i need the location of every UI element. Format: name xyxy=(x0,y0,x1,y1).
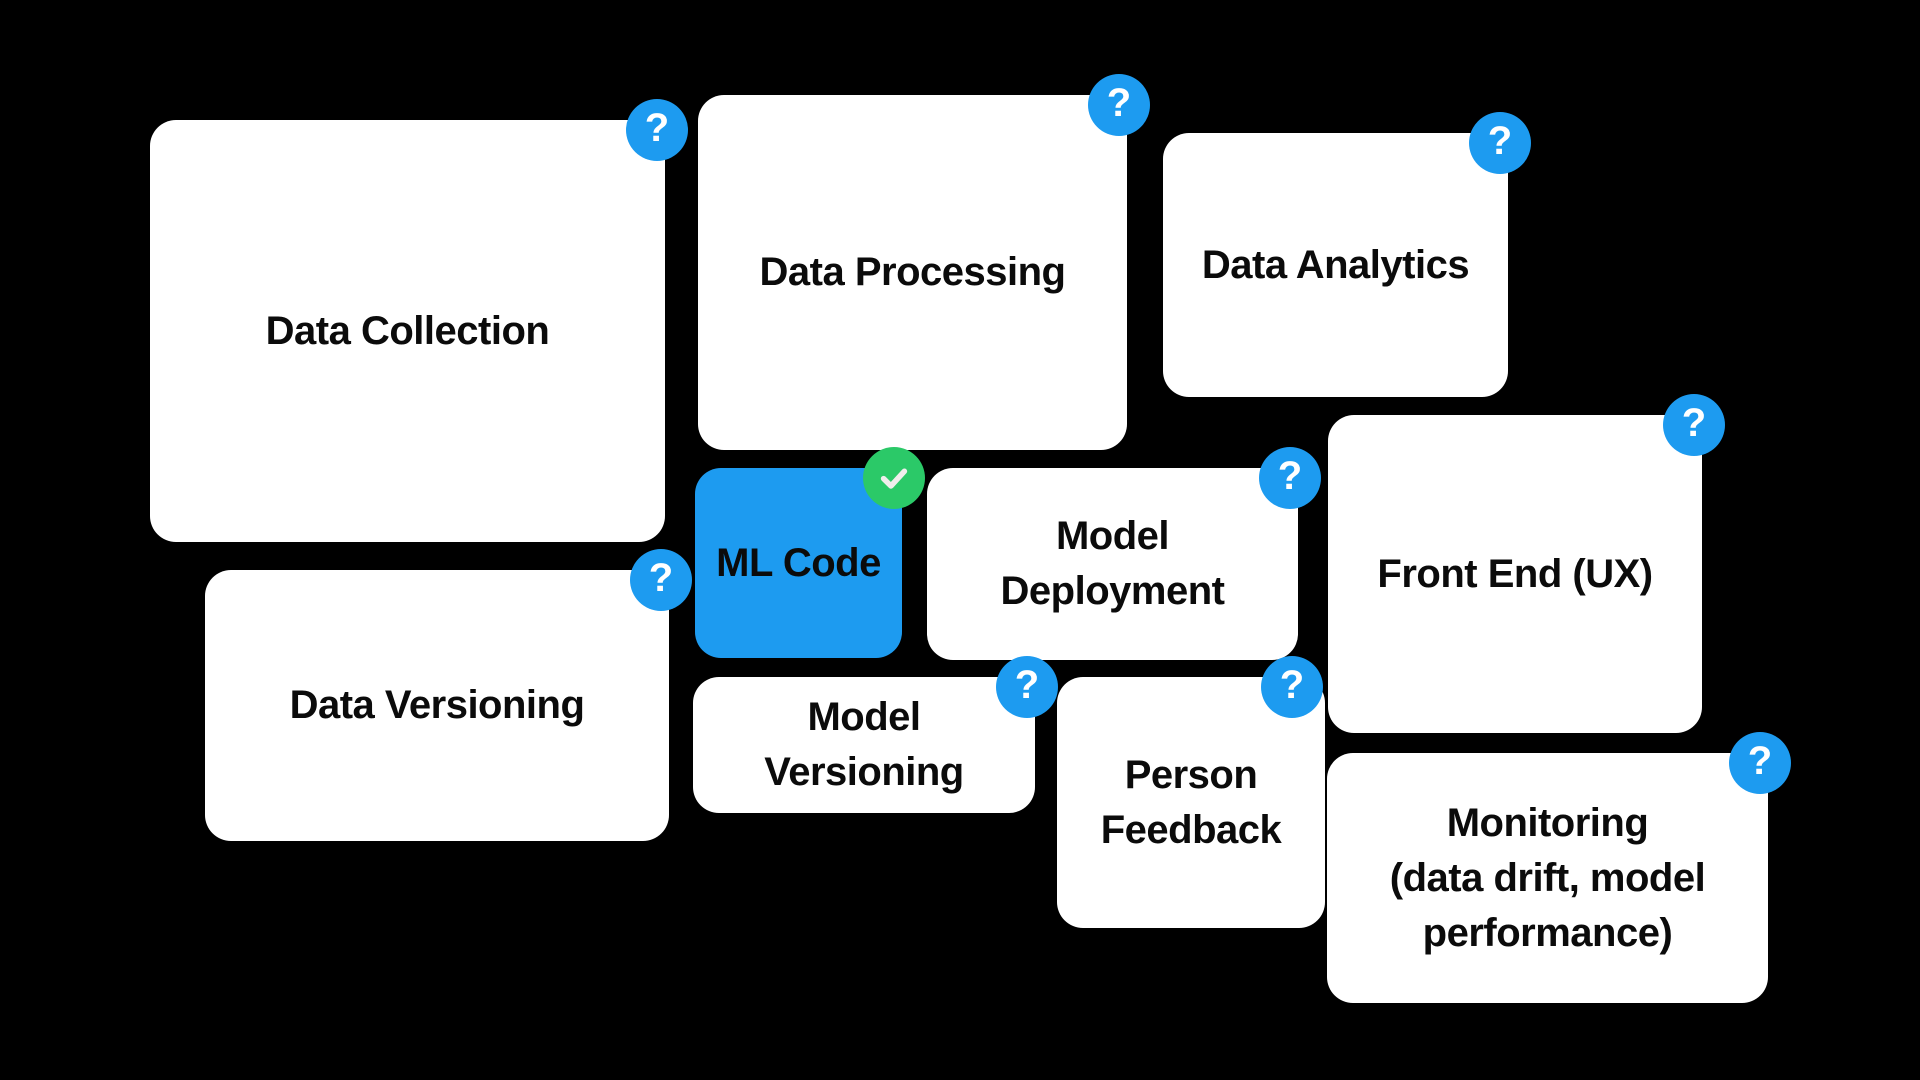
question-icon: ? xyxy=(1487,119,1513,163)
card-data-versioning[interactable]: Data Versioning ? xyxy=(205,549,692,841)
card-front-end[interactable]: Front End (UX) ? xyxy=(1328,394,1725,733)
question-badge[interactable]: ? xyxy=(1729,732,1791,794)
question-badge[interactable]: ? xyxy=(1469,112,1531,174)
card-data-collection[interactable]: Data Collection ? xyxy=(150,99,688,542)
card-person-feedback-label: Person Feedback xyxy=(1100,752,1282,852)
question-badge[interactable]: ? xyxy=(630,549,692,611)
card-data-processing[interactable]: Data Processing ? xyxy=(698,74,1150,450)
card-person-feedback[interactable]: Person Feedback ? xyxy=(1057,656,1325,928)
question-icon: ? xyxy=(1014,663,1040,707)
question-badge[interactable]: ? xyxy=(996,656,1058,718)
card-data-versioning-label: Data Versioning xyxy=(289,683,585,727)
card-data-collection-label: Data Collection xyxy=(265,308,550,353)
question-badge[interactable]: ? xyxy=(1261,656,1323,718)
question-icon: ? xyxy=(1747,739,1773,783)
card-model-versioning[interactable]: Model Versioning ? xyxy=(693,656,1058,813)
question-badge[interactable]: ? xyxy=(1259,447,1321,509)
card-front-end-label: Front End (UX) xyxy=(1377,551,1653,596)
card-monitoring[interactable]: Monitoring (data drift, model performanc… xyxy=(1327,732,1791,1003)
card-ml-code[interactable]: ML Code xyxy=(695,447,925,658)
question-icon: ? xyxy=(1681,401,1707,445)
card-data-processing-label: Data Processing xyxy=(759,250,1066,294)
question-icon: ? xyxy=(648,556,674,600)
check-badge[interactable] xyxy=(863,447,925,509)
question-badge[interactable]: ? xyxy=(1088,74,1150,136)
card-monitoring-label: Monitoring (data drift, model performanc… xyxy=(1389,800,1706,955)
question-icon: ? xyxy=(1106,81,1132,125)
card-model-deployment[interactable]: Model Deployment ? xyxy=(927,447,1321,660)
card-ml-code-label: ML Code xyxy=(716,540,881,585)
card-data-analytics[interactable]: Data Analytics ? xyxy=(1163,112,1531,397)
card-model-versioning-label: Model Versioning xyxy=(764,695,964,794)
card-data-analytics-label: Data Analytics xyxy=(1201,242,1470,287)
question-badge[interactable]: ? xyxy=(1663,394,1725,456)
question-icon: ? xyxy=(1277,454,1303,498)
question-icon: ? xyxy=(644,106,670,150)
question-badge[interactable]: ? xyxy=(626,99,688,161)
question-icon: ? xyxy=(1279,663,1305,707)
check-icon xyxy=(880,468,908,489)
card-model-deployment-label: Model Deployment xyxy=(1000,514,1225,613)
